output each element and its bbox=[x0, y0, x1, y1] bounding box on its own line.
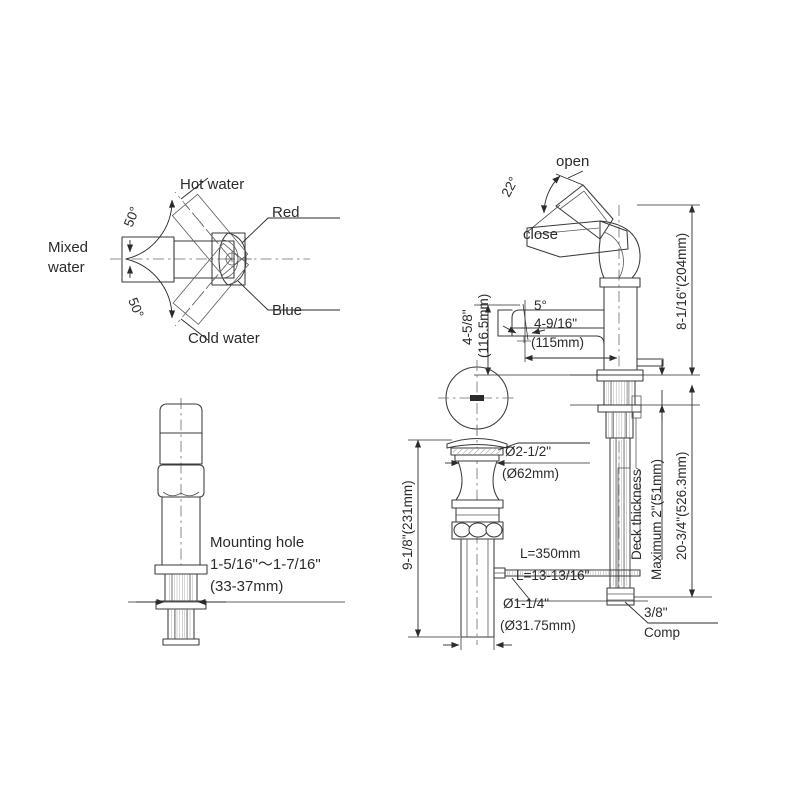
drain-height-dimension bbox=[408, 439, 460, 638]
cold-water-handle bbox=[171, 193, 249, 276]
close-label: close bbox=[523, 226, 558, 243]
blue-label: Blue bbox=[272, 302, 302, 319]
compression-fitting bbox=[606, 587, 635, 606]
blue-leader bbox=[237, 280, 340, 311]
spout-reach-mm-label: (115mm) bbox=[531, 335, 584, 350]
supply-hose bbox=[609, 437, 631, 589]
hot-water-handle bbox=[172, 242, 250, 325]
front-view-group: open close 22° 5° 4-5/8" (116.5mm) 4-9/1… bbox=[460, 153, 718, 640]
mixed-water-label: Mixed bbox=[48, 239, 88, 256]
lift-rod-stub bbox=[636, 358, 664, 367]
mounting-view-group: Mounting hole 1-5/16"～1-7/16" (33-37mm) bbox=[128, 398, 345, 646]
cold-axis-line bbox=[174, 258, 232, 327]
handle-angle-dimension bbox=[526, 173, 584, 233]
supply-size-label: 3/8" bbox=[644, 605, 668, 620]
mounting-hole-label: Mounting hole bbox=[210, 534, 304, 551]
faucet-deck-base bbox=[596, 369, 644, 382]
top-view-group: Mixed water Hot water Cold water Red Blu… bbox=[47, 176, 340, 347]
flange-dia-leader bbox=[497, 442, 590, 451]
hot-angle-arc bbox=[125, 199, 176, 260]
cold-angle-label: 50° bbox=[125, 296, 147, 321]
flange-dia-in-label: Ø2-1/2" bbox=[505, 444, 551, 459]
tail-dia-mm-label: (Ø31.75mm) bbox=[500, 618, 576, 633]
mounting-hole-range-in: 1-5/16"～1-7/16" bbox=[210, 556, 321, 573]
overall-length-label: 20-3/4"(526.3mm) bbox=[674, 452, 689, 560]
hot-water-label: Hot water bbox=[180, 176, 244, 193]
drain-flange bbox=[446, 437, 508, 462]
red-leader bbox=[241, 217, 340, 244]
drain-tailpiece bbox=[460, 538, 495, 638]
tail-dia-in-label: Ø1-1/4" bbox=[503, 596, 549, 611]
cartridge-body bbox=[218, 232, 252, 286]
rod-length-in-label: L=13-13/16" bbox=[516, 568, 590, 583]
total-height-dimension bbox=[637, 204, 700, 420]
drain-view-group: Ø2-1/2" (Ø62mm) L=350mm L=13-13/16" Ø1-1… bbox=[400, 360, 648, 650]
hot-angle-label: 50° bbox=[121, 205, 143, 230]
deck-thickness-label-2: Maximum 2"(51mm) bbox=[649, 459, 664, 580]
lift-strap bbox=[635, 467, 641, 545]
drain-body bbox=[451, 460, 504, 523]
hot-water-leader bbox=[180, 177, 209, 200]
faucet-column bbox=[154, 403, 208, 646]
hot-axis-line bbox=[174, 191, 232, 260]
flange-dia-mm-label: (Ø62mm) bbox=[502, 466, 559, 481]
handle-open-position bbox=[555, 184, 614, 240]
spout-reach-in-label: 4-9/16" bbox=[534, 316, 577, 331]
lift-rod-linkage bbox=[631, 395, 642, 468]
cold-water-leader bbox=[180, 318, 209, 341]
drain-pivot-nut bbox=[493, 567, 506, 579]
mixed-water-spout bbox=[121, 236, 235, 283]
red-label: Red bbox=[272, 204, 300, 221]
total-height-label: 8-1/16"(204mm) bbox=[674, 233, 689, 330]
overall-length-dimension bbox=[634, 384, 712, 598]
rod-length-mm-label: L=350mm bbox=[520, 546, 580, 561]
deck-thickness-label-1: Deck thickness bbox=[629, 469, 644, 560]
comp-leader bbox=[624, 601, 718, 624]
supply-type-label: Comp bbox=[644, 625, 680, 640]
spout-height-in-label: 4-5/8" bbox=[460, 309, 475, 345]
cold-water-label: Cold water bbox=[188, 330, 260, 347]
lift-rod bbox=[504, 569, 641, 577]
drain-collar-openings bbox=[451, 521, 504, 540]
handle-angle-label: 22° bbox=[498, 174, 521, 199]
drain-height-label: 9-1/8"(231mm) bbox=[400, 480, 415, 570]
spout-angle-label: 5° bbox=[534, 298, 547, 313]
mixed-water-label-2: water bbox=[47, 259, 85, 276]
tailpiece-width-arrows bbox=[443, 637, 512, 650]
spout-reach-dimension bbox=[502, 300, 618, 362]
mounting-hole-range-mm: (33-37mm) bbox=[210, 578, 283, 595]
faucet-shank bbox=[597, 380, 642, 439]
open-label: open bbox=[556, 153, 589, 170]
open-leader bbox=[567, 170, 584, 179]
spout-height-mm-label: (116.5mm) bbox=[476, 294, 491, 358]
cold-angle-arc bbox=[125, 258, 176, 319]
rod-length-leader bbox=[511, 577, 531, 601]
